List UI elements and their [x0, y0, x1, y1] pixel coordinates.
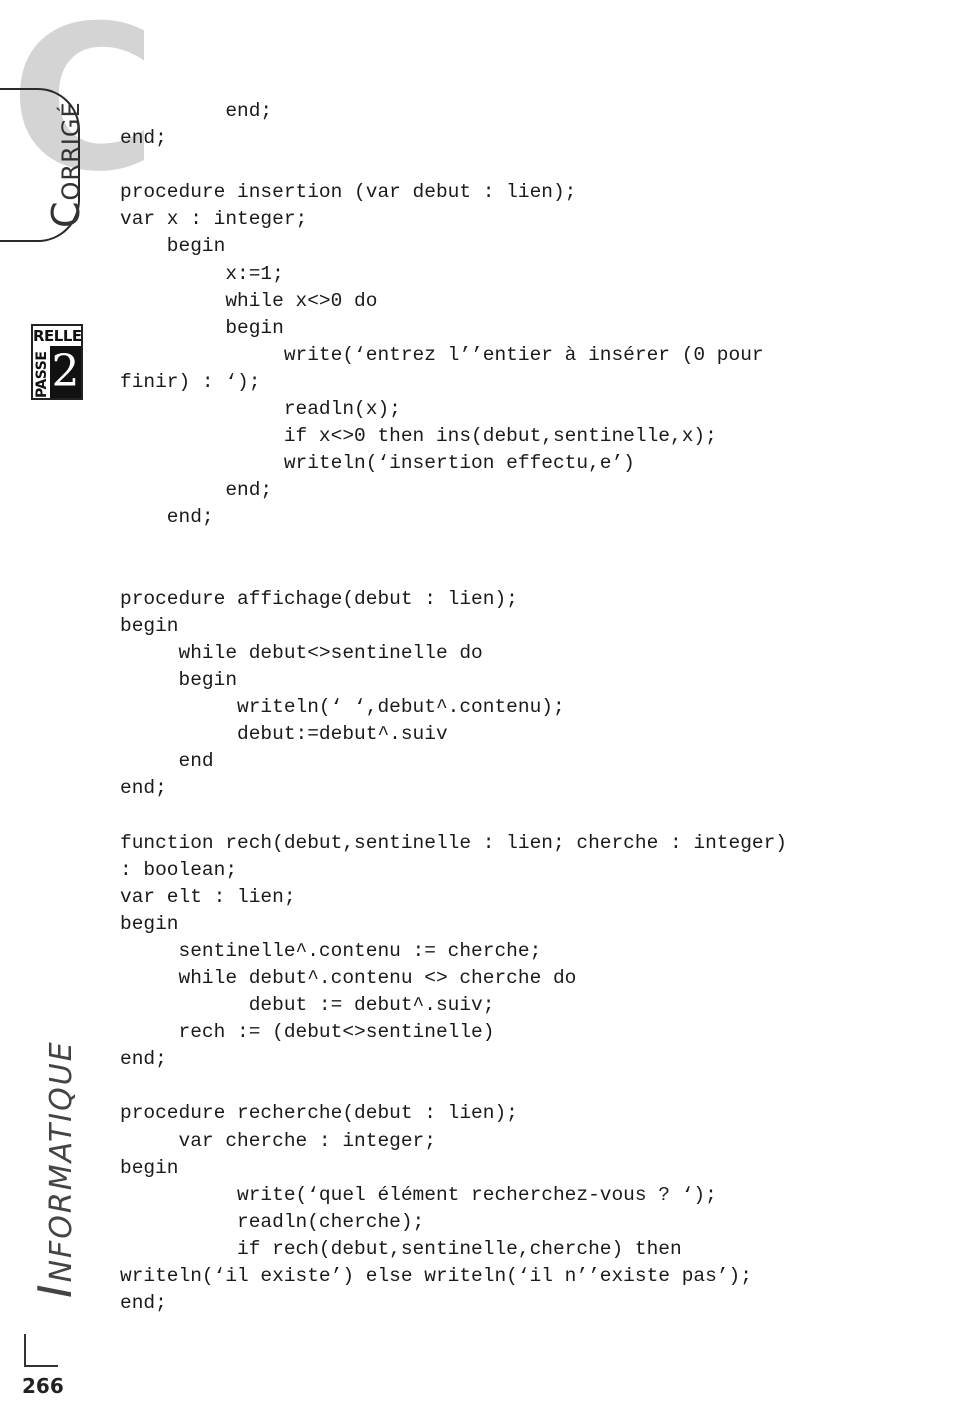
code-line — [120, 532, 950, 559]
code-line: write(‘quel élément recherchez-vous ? ‘)… — [120, 1183, 717, 1206]
code-line: if rech(debut,sentinelle,cherche) then — [120, 1237, 682, 1260]
code-line: begin — [120, 912, 179, 935]
code-line: end — [120, 750, 214, 773]
code-line: rech := (debut<>sentinelle) — [120, 1021, 495, 1044]
code-line — [120, 152, 950, 179]
code-line: end; — [120, 127, 167, 150]
passe-badge: RELLE PASSE 2 — [31, 324, 83, 400]
code-line: debut := debut^.suiv; — [120, 994, 495, 1017]
code-line: end; — [120, 1048, 167, 1071]
code-line: var elt : lien; — [120, 885, 296, 908]
code-listing: end; end; procedure insertion (var debut :… — [120, 98, 950, 1317]
code-line: end; — [120, 506, 214, 529]
code-line: end; — [120, 100, 273, 122]
section-letter-watermark: C — [10, 0, 157, 216]
footer-corner-vertical — [24, 1334, 26, 1366]
subject-label-rest: NFORMATIQUE — [44, 1040, 79, 1283]
code-line: begin — [120, 614, 179, 637]
code-line — [120, 559, 950, 586]
code-line: while debut<>sentinelle do — [120, 641, 483, 664]
code-line: begin — [120, 316, 284, 339]
section-label-corrige: CORRIGÉ — [44, 101, 88, 228]
badge-top-text: RELLE — [33, 327, 82, 345]
code-line: readln(x); — [120, 398, 401, 421]
subject-label-initial: I — [28, 1282, 82, 1298]
code-line: var cherche : integer; — [120, 1129, 436, 1152]
code-line: write(‘entrez l’’entier à insérer (0 pou… — [120, 343, 764, 366]
code-line: writeln(‘insertion effectu,e’) — [120, 452, 635, 475]
section-label-initial: C — [44, 200, 88, 228]
code-line: finir) : ‘); — [120, 370, 261, 393]
code-line: debut:=debut^.suiv — [120, 723, 448, 746]
code-line: procedure recherche(debut : lien); — [120, 1102, 518, 1125]
code-line: writeln(‘ ‘,debut^.contenu); — [120, 696, 565, 719]
footer-corner-horizontal — [24, 1365, 58, 1367]
code-line: begin — [120, 235, 226, 258]
code-line — [120, 802, 950, 829]
code-line: function rech(debut,sentinelle : lien; c… — [120, 831, 788, 854]
code-line: var x : integer; — [120, 208, 308, 231]
code-line: : boolean; — [120, 858, 238, 881]
badge-number: 2 — [50, 346, 81, 398]
code-line: end; — [120, 777, 167, 800]
code-line: readln(cherche); — [120, 1210, 425, 1233]
code-line: while x<>0 do — [120, 289, 378, 312]
code-line — [120, 1073, 950, 1100]
code-line: begin — [120, 668, 238, 691]
code-line: if x<>0 then ins(debut,sentinelle,x); — [120, 425, 717, 448]
code-line: end; — [120, 479, 273, 502]
code-line: procedure affichage(debut : lien); — [120, 587, 518, 610]
badge-side-text: PASSE — [34, 351, 50, 398]
code-line: writeln(‘il existe’) else writeln(‘il n’… — [120, 1265, 752, 1288]
code-line: while debut^.contenu <> cherche do — [120, 967, 577, 989]
section-label-rest: ORRIGÉ — [57, 101, 85, 201]
subject-label: INFORMATIQUE — [28, 1040, 82, 1298]
code-line: x:=1; — [120, 262, 284, 285]
code-line: end; — [120, 1292, 167, 1315]
page-number: 266 — [22, 1374, 64, 1398]
code-line: procedure insertion (var debut : lien); — [120, 181, 577, 204]
section-tab — [0, 88, 80, 242]
code-line: begin — [120, 1156, 179, 1179]
code-line: sentinelle^.contenu := cherche; — [120, 939, 542, 962]
